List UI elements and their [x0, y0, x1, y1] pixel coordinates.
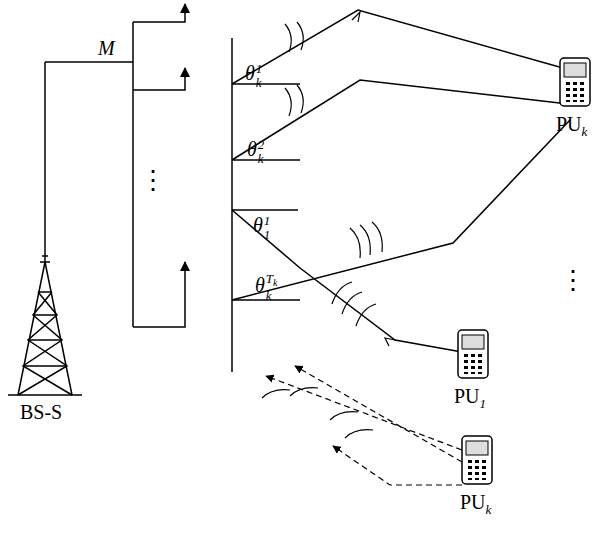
user-label: PU1 — [454, 386, 486, 410]
phone-icon — [462, 436, 492, 484]
antenna-count: M — [98, 38, 115, 58]
angle-label: θk2 — [247, 138, 264, 165]
angle-label: θk1 — [245, 62, 262, 89]
wavefront — [262, 22, 382, 438]
phone-icon — [560, 58, 590, 106]
ellipsis: ⋮ — [140, 168, 166, 194]
user-label: PUk — [460, 492, 491, 516]
tower — [8, 62, 82, 395]
phone-icon — [458, 330, 488, 378]
user-label: PUk — [556, 114, 587, 138]
angle-label: θkTk — [255, 272, 278, 302]
feed-network — [45, 4, 185, 327]
ellipsis: ⋮ — [560, 268, 586, 294]
signal-path — [232, 10, 570, 352]
angle-reference — [232, 84, 300, 300]
dashed-path — [266, 366, 462, 485]
station-label: BS-S — [20, 402, 62, 422]
angle-label: θ11 — [253, 214, 270, 241]
antenna-array — [231, 38, 233, 372]
